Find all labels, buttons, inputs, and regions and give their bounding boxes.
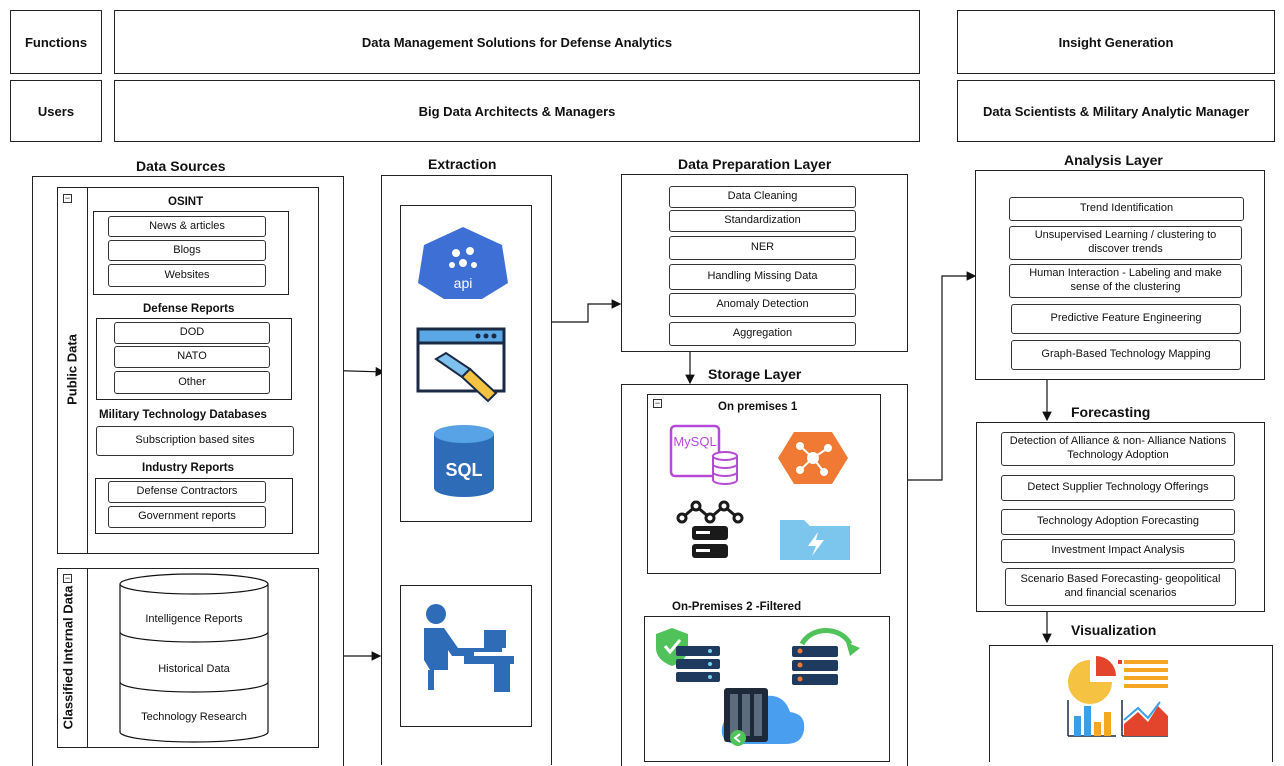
- users-right: Data Scientists & Military Analytic Mana…: [957, 80, 1275, 142]
- sql-icon-text: SQL: [445, 460, 482, 480]
- preparation-title: Data Preparation Layer: [678, 156, 832, 172]
- sync-server-icon: [792, 628, 860, 685]
- analysis-item: Human Interaction - Labeling and make se…: [1009, 264, 1242, 298]
- industry-report-item: Defense Contractors: [108, 481, 266, 503]
- analysis-item: Predictive Feature Engineering: [1011, 304, 1241, 334]
- public-data-label: Public Data: [64, 334, 80, 405]
- manual-entry-user-icon: [424, 604, 514, 692]
- osint-item: Blogs: [108, 240, 266, 261]
- functions-right: Insight Generation: [957, 10, 1275, 74]
- military-db-title: Military Technology Databases: [99, 409, 267, 421]
- secure-server-icon: [656, 628, 720, 682]
- preparation-item: Anomaly Detection: [669, 293, 856, 317]
- forecasting-item: Investment Impact Analysis: [1001, 539, 1235, 563]
- defense-report-item: NATO: [114, 346, 270, 368]
- users-label: Users: [10, 80, 102, 142]
- graph-database-icon: [778, 432, 848, 484]
- preparation-item: Aggregation: [669, 322, 856, 346]
- forecasting-item: Detection of Alliance & non- Alliance Na…: [1001, 432, 1235, 466]
- data-sources-title: Data Sources: [136, 158, 226, 174]
- analysis-item: Graph-Based Technology Mapping: [1011, 340, 1241, 370]
- forecasting-item: Scenario Based Forecasting- geopolitical…: [1005, 568, 1236, 606]
- mysql-icon: MySQL: [669, 424, 738, 485]
- users-main: Big Data Architects & Managers: [114, 80, 920, 142]
- collapse-public-icon[interactable]: −: [63, 193, 72, 203]
- api-icon: api: [418, 227, 508, 299]
- defense-reports-title: Defense Reports: [143, 303, 235, 315]
- classified-item: Intelligence Reports: [145, 613, 243, 626]
- mysql-icon-text: MySQL: [673, 434, 716, 449]
- osint-item: Websites: [108, 264, 266, 287]
- analysis-item: Trend Identification: [1009, 197, 1244, 221]
- defense-report-item: DOD: [114, 322, 270, 344]
- on-premises-2-title: On-Premises 2 -Filtered: [672, 601, 802, 613]
- web-scraper-icon: [416, 327, 506, 403]
- military-db-item: Subscription based sites: [96, 426, 294, 456]
- visualization-title: Visualization: [1071, 622, 1157, 638]
- osint-item: News & articles: [108, 216, 266, 237]
- fast-storage-folder-icon: [780, 520, 850, 560]
- classified-divider: [87, 568, 88, 748]
- forecasting-item: Technology Adoption Forecasting: [1001, 509, 1235, 535]
- classified-item: Historical Data: [158, 663, 230, 676]
- collapse-classified-icon[interactable]: −: [63, 573, 72, 583]
- cloud-server-icon: [721, 688, 805, 746]
- storage-title: Storage Layer: [708, 366, 802, 382]
- functions-main: Data Management Solutions for Defense An…: [114, 10, 920, 74]
- preparation-item: Data Cleaning: [669, 186, 856, 208]
- preparation-item: Handling Missing Data: [669, 264, 856, 290]
- dashboard-charts-icon: [1067, 656, 1168, 737]
- functions-label: Functions: [10, 10, 102, 74]
- analysis-title: Analysis Layer: [1064, 152, 1163, 168]
- network-server-icon: [676, 500, 744, 558]
- preparation-item: NER: [669, 236, 856, 260]
- analysis-item: Unsupervised Learning / clustering to di…: [1009, 226, 1242, 260]
- visualization-panel: [989, 645, 1273, 762]
- classified-item: Technology Research: [141, 711, 247, 724]
- database-cylinder-icon: [119, 573, 269, 743]
- classified-label: Classified Internal Data: [60, 585, 76, 730]
- forecasting-title: Forecasting: [1071, 404, 1151, 420]
- defense-report-item: Other: [114, 371, 270, 394]
- forecasting-item: Detect Supplier Technology Offerings: [1001, 475, 1235, 501]
- extraction-title: Extraction: [428, 156, 497, 172]
- industry-reports-title: Industry Reports: [142, 462, 235, 474]
- osint-title: OSINT: [168, 196, 204, 208]
- sql-database-icon: SQL: [434, 425, 494, 497]
- preparation-item: Standardization: [669, 210, 856, 232]
- industry-report-item: Government reports: [108, 506, 266, 528]
- public-data-divider: [87, 187, 88, 554]
- api-icon-text: api: [454, 275, 473, 291]
- collapse-onprem1-icon[interactable]: −: [653, 398, 662, 408]
- on-premises-1-title: On premises 1: [718, 401, 798, 413]
